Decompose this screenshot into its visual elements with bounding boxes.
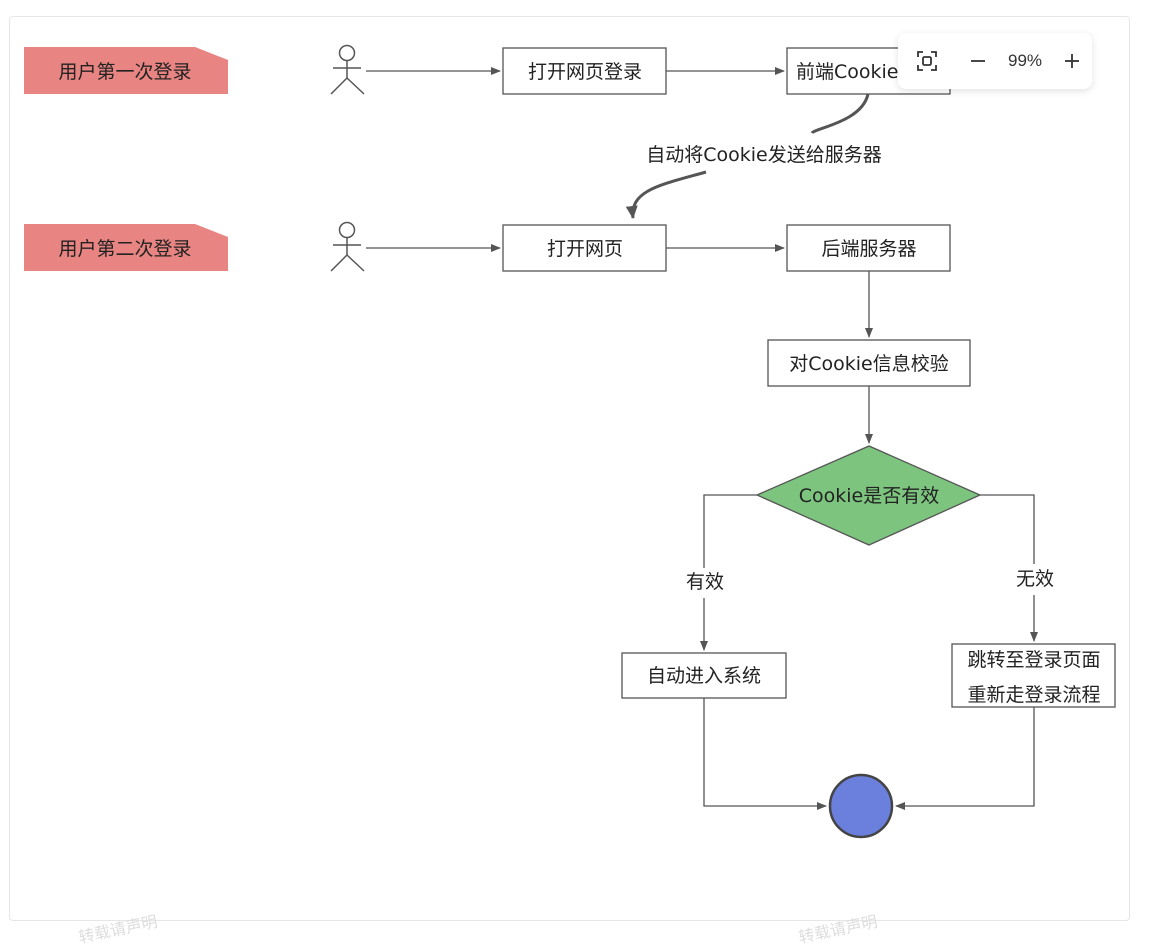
end-node[interactable] [828,773,894,839]
node-label-line-2: 重新走登录流程 [967,684,1100,706]
node-auto-enter[interactable]: 自动进入系统 [621,652,787,699]
node-backend-server[interactable]: 后端服务器 [786,224,951,272]
node-label: 打开网页登录 [528,61,642,83]
swimlane-tag-first-login: 用户第一次登录 [24,47,228,94]
fit-screen-icon[interactable] [908,42,946,80]
swimlane-label-first-login: 用户第一次登录 [58,61,191,83]
watermark: 转载请声明 [77,912,159,945]
edge-redirect-to-end [895,707,1035,810]
node-label: 前端Cookie [796,61,899,83]
node-redirect-login[interactable]: 跳转至登录页面 重新走登录流程 [951,643,1116,708]
node-label: 自动进入系统 [647,665,761,687]
node-label: 打开网页 [547,238,623,260]
swimlane-tag-second-login: 用户第二次登录 [24,224,228,271]
edge-invalid-part1 [980,494,1035,564]
node-label: Cookie是否有效 [799,485,940,507]
edge-cookie-send-part1 [810,93,870,135]
node-label: 后端服务器 [821,238,916,260]
node-decision[interactable]: Cookie是否有效 [755,445,982,546]
swimlane-label-second-login: 用户第二次登录 [58,238,191,260]
actor-icon [330,44,365,95]
minus-icon [971,60,985,62]
zoom-level: 99% [1007,51,1043,70]
edge-cookie-send-part2 [625,170,707,219]
edge-valid-part1 [703,494,757,568]
edge-label-send-cookie: 自动将Cookie发送给服务器 [646,144,882,166]
zoom-in-button[interactable] [1053,42,1091,80]
edge-auto-enter-to-end [703,698,827,810]
zoom-out-button[interactable] [959,42,997,80]
node-label: 对Cookie信息校验 [789,353,949,375]
node-verify-cookie[interactable]: 对Cookie信息校验 [767,339,971,387]
watermark: 转载请声明 [797,912,879,945]
node-label-line-1: 跳转至登录页面 [967,649,1100,671]
node-open-login[interactable]: 打开网页登录 [502,47,667,95]
zoom-toolbar: 99% [898,33,1092,89]
diagram-canvas [9,16,1130,921]
edge-label-valid: 有效 [686,571,724,593]
plus-icon [1065,54,1079,68]
edge-label-invalid: 无效 [1016,568,1054,590]
actor-icon [330,221,365,272]
node-open-page[interactable]: 打开网页 [502,224,667,272]
